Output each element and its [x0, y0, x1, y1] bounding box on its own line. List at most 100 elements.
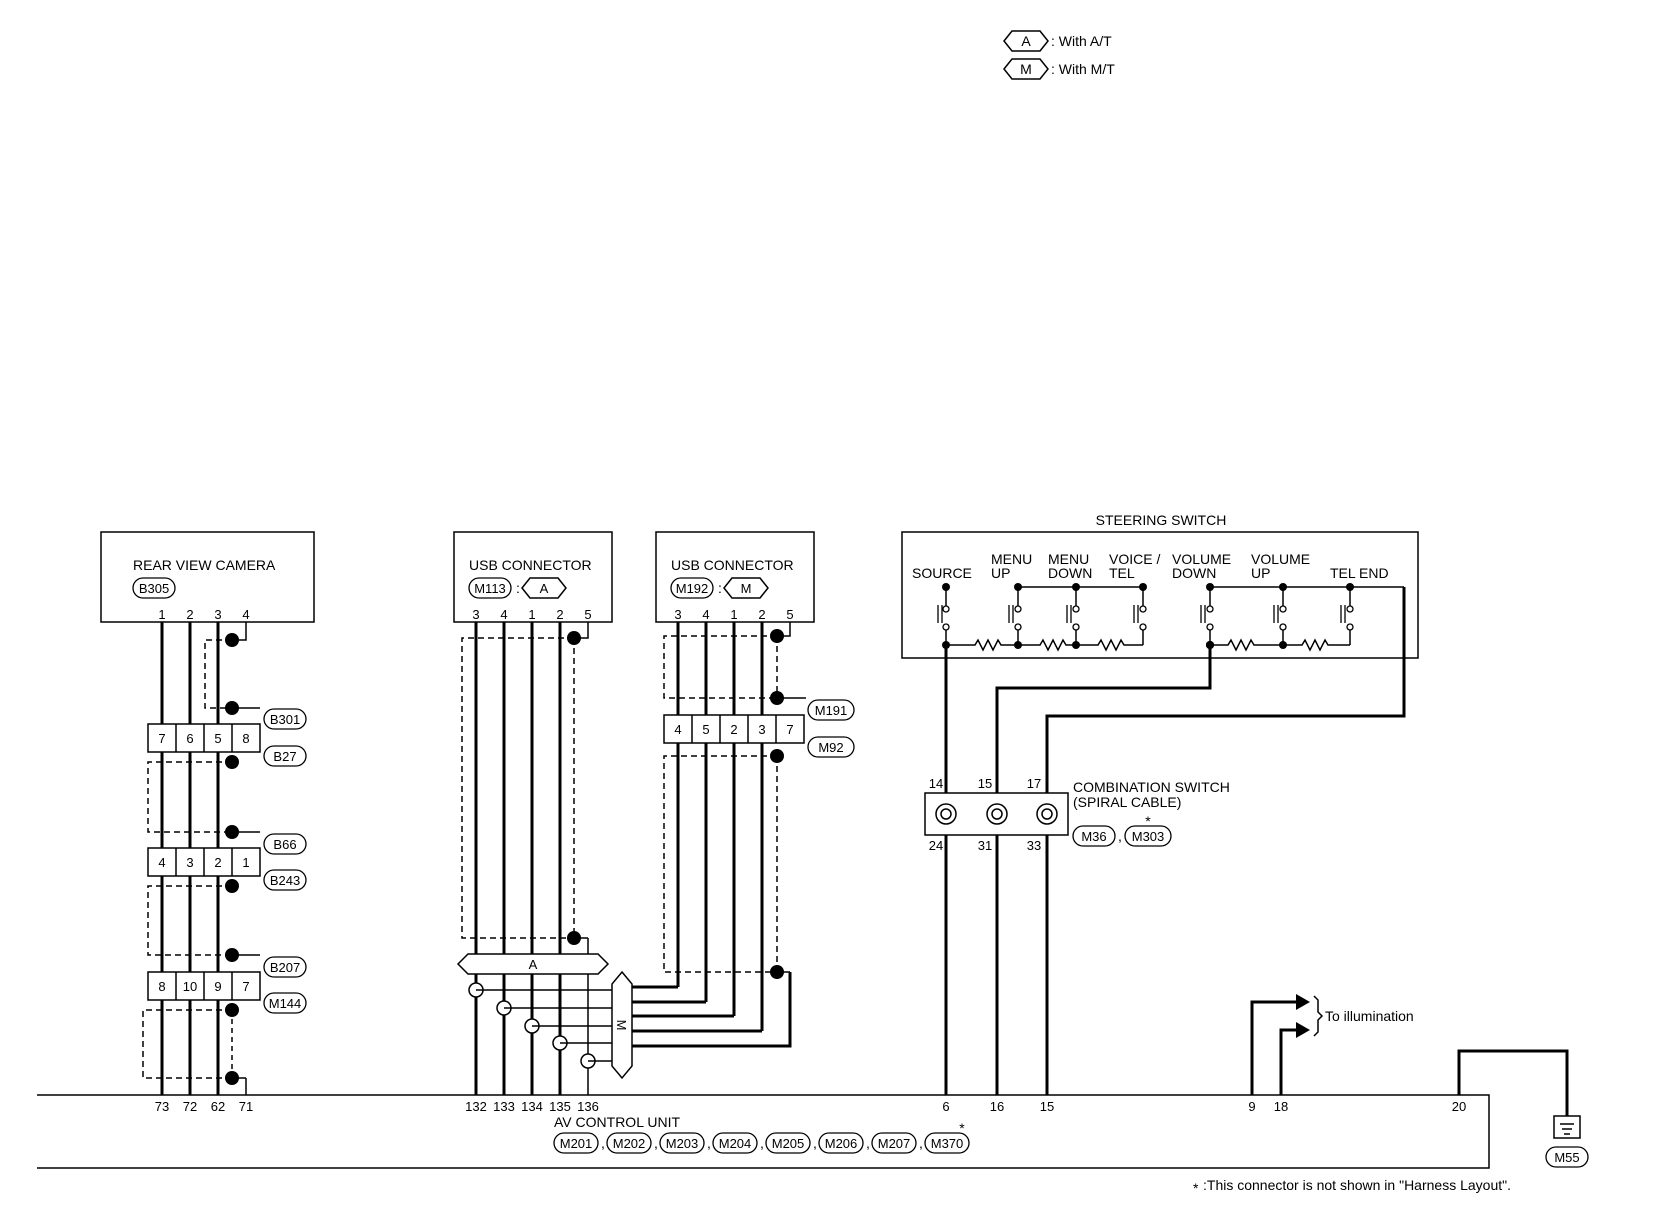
av-star: * — [959, 1120, 965, 1136]
usb-connector-mt: USB CONNECTOR M192 : M 3 4 1 2 5 — [655, 531, 815, 623]
av-sep: , — [813, 1135, 817, 1151]
connector-label-b243: B243 — [270, 873, 300, 888]
usb-mt-connector: M192 — [676, 581, 709, 596]
arrow-right-icon — [1296, 994, 1310, 1010]
usb-at-pin: 1 — [528, 607, 535, 622]
connector-pin: 1 — [242, 855, 249, 870]
combo-subtitle: (SPIRAL CABLE) — [1073, 794, 1181, 810]
connector-label-b66: B66 — [273, 837, 296, 852]
usb-mt-pin: 4 — [702, 607, 709, 622]
legend-m-code: M — [1020, 61, 1032, 77]
connector-pin: 7 — [242, 979, 249, 994]
connector-m191-m92: 4 5 2 3 7 M191 M92 — [663, 699, 855, 758]
av-connector: M203 — [666, 1136, 699, 1151]
connector-pin: 2 — [730, 722, 737, 737]
legend-m-symbol: M — [1003, 58, 1049, 80]
arrow-right-icon — [1296, 1022, 1310, 1038]
usb-at-wires — [461, 622, 589, 1095]
av-pin: 73 — [155, 1099, 169, 1114]
steering-label-volume-up: VOLUME — [1251, 551, 1310, 567]
legend-a-text: : With A/T — [1051, 33, 1112, 49]
connector-pin: 8 — [242, 731, 249, 746]
rear-camera-connector-oval — [132, 577, 176, 599]
av-control-unit: 73 72 62 71 132 133 134 135 136 6 16 15 … — [37, 1094, 1490, 1169]
usb-mt-pin: 5 — [786, 607, 793, 622]
connector-pin: 3 — [758, 722, 765, 737]
av-sep: , — [760, 1135, 764, 1151]
rear-camera-pin: 3 — [214, 607, 221, 622]
steering-switch-title: STEERING SWITCH — [1096, 512, 1227, 528]
usb-at-pin: 2 — [556, 607, 563, 622]
connector-b207-m144: 8 10 9 7 B207 M144 — [147, 956, 307, 1014]
combo-pin-bottom: 33 — [1027, 838, 1041, 853]
connector-pin: 6 — [186, 731, 193, 746]
usb-at-pin: 5 — [584, 607, 591, 622]
usb-mt-sep: : — [718, 580, 722, 596]
connector-label-b27: B27 — [273, 749, 296, 764]
connector-pin: 9 — [214, 979, 221, 994]
av-pin: 62 — [211, 1099, 225, 1114]
rear-camera-pin: 2 — [186, 607, 193, 622]
usb-mt-wires — [630, 622, 806, 1048]
connector-pin: 5 — [214, 731, 221, 746]
steering-label-voice-tel: TEL — [1109, 565, 1135, 581]
av-connector: M205 — [772, 1136, 805, 1151]
steering-label-volume-up: UP — [1251, 565, 1270, 581]
steering-label-menu-up: MENU — [991, 551, 1032, 567]
av-control-unit-box — [37, 1094, 1490, 1169]
splice-m-label: M — [614, 1020, 629, 1031]
usb-mt-pin: 1 — [730, 607, 737, 622]
rear-camera-title: REAR VIEW CAMERA — [133, 557, 276, 573]
connector-pin: 10 — [183, 979, 197, 994]
usb-mt-title: USB CONNECTOR — [671, 557, 794, 573]
combo-connector: M36 — [1081, 829, 1106, 844]
footnote-star: * — [1193, 1180, 1199, 1196]
usb-connector-at: USB CONNECTOR M113 : A 3 4 1 2 5 — [453, 531, 613, 623]
connector-pin: 3 — [186, 855, 193, 870]
connector-label-m191: M191 — [815, 703, 848, 718]
steering-label-voice-tel: VOICE / — [1109, 551, 1160, 567]
steering-switch-box — [901, 531, 1419, 659]
connector-label-m92: M92 — [818, 740, 843, 755]
steering-label-volume-down: DOWN — [1172, 565, 1216, 581]
av-pin: 18 — [1274, 1099, 1288, 1114]
usb-at-sep: : — [516, 580, 520, 596]
av-title: AV CONTROL UNIT — [554, 1114, 680, 1130]
av-pin: 71 — [239, 1099, 253, 1114]
connector-pin: 2 — [214, 855, 221, 870]
av-connector: M201 — [560, 1136, 593, 1151]
connector-label-b301: B301 — [270, 712, 300, 727]
steering-wires — [944, 587, 1406, 1095]
av-sep: , — [601, 1135, 605, 1151]
combo-connector: M303 — [1132, 829, 1165, 844]
av-sep: , — [919, 1135, 923, 1151]
steering-label-source: SOURCE — [912, 565, 972, 581]
rear-camera-pin: 4 — [242, 607, 249, 622]
combo-pin-top: 17 — [1027, 776, 1041, 791]
footnote-text: :This connector is not shown in "Harness… — [1203, 1177, 1511, 1193]
usb-mt-pin: 2 — [758, 607, 765, 622]
usb-at-connector: M113 — [474, 581, 506, 596]
legend-a-code: A — [1021, 33, 1031, 49]
usb-at-pin: 4 — [500, 607, 507, 622]
legend-m-text: : With M/T — [1051, 61, 1115, 77]
connector-pin: 7 — [786, 722, 793, 737]
rear-view-camera: REAR VIEW CAMERA B305 1 2 3 4 — [100, 531, 315, 623]
av-pin: 132 — [465, 1099, 487, 1114]
steering-label-tel-end: TEL END — [1330, 565, 1389, 581]
connector-pin: 4 — [158, 855, 165, 870]
illumination: To illumination — [1250, 994, 1414, 1095]
av-pin: 6 — [942, 1099, 949, 1114]
steering-switch: STEERING SWITCH SOURCE MENU UP MENU DOWN… — [901, 512, 1419, 659]
combo-pin-bottom: 24 — [929, 838, 943, 853]
combo-pin-bottom: 31 — [978, 838, 992, 853]
connector-b66-b243: 4 3 2 1 B66 B243 — [147, 833, 307, 891]
av-pin: 15 — [1040, 1099, 1054, 1114]
combo-pin-top: 14 — [929, 776, 943, 791]
connector-pin: 8 — [158, 979, 165, 994]
ground-connector: M55 — [1554, 1150, 1579, 1165]
av-pin: 135 — [549, 1099, 571, 1114]
usb-mt-pin: 3 — [674, 607, 681, 622]
av-connector: M370 — [931, 1136, 964, 1151]
combo-sep: , — [1118, 828, 1122, 844]
